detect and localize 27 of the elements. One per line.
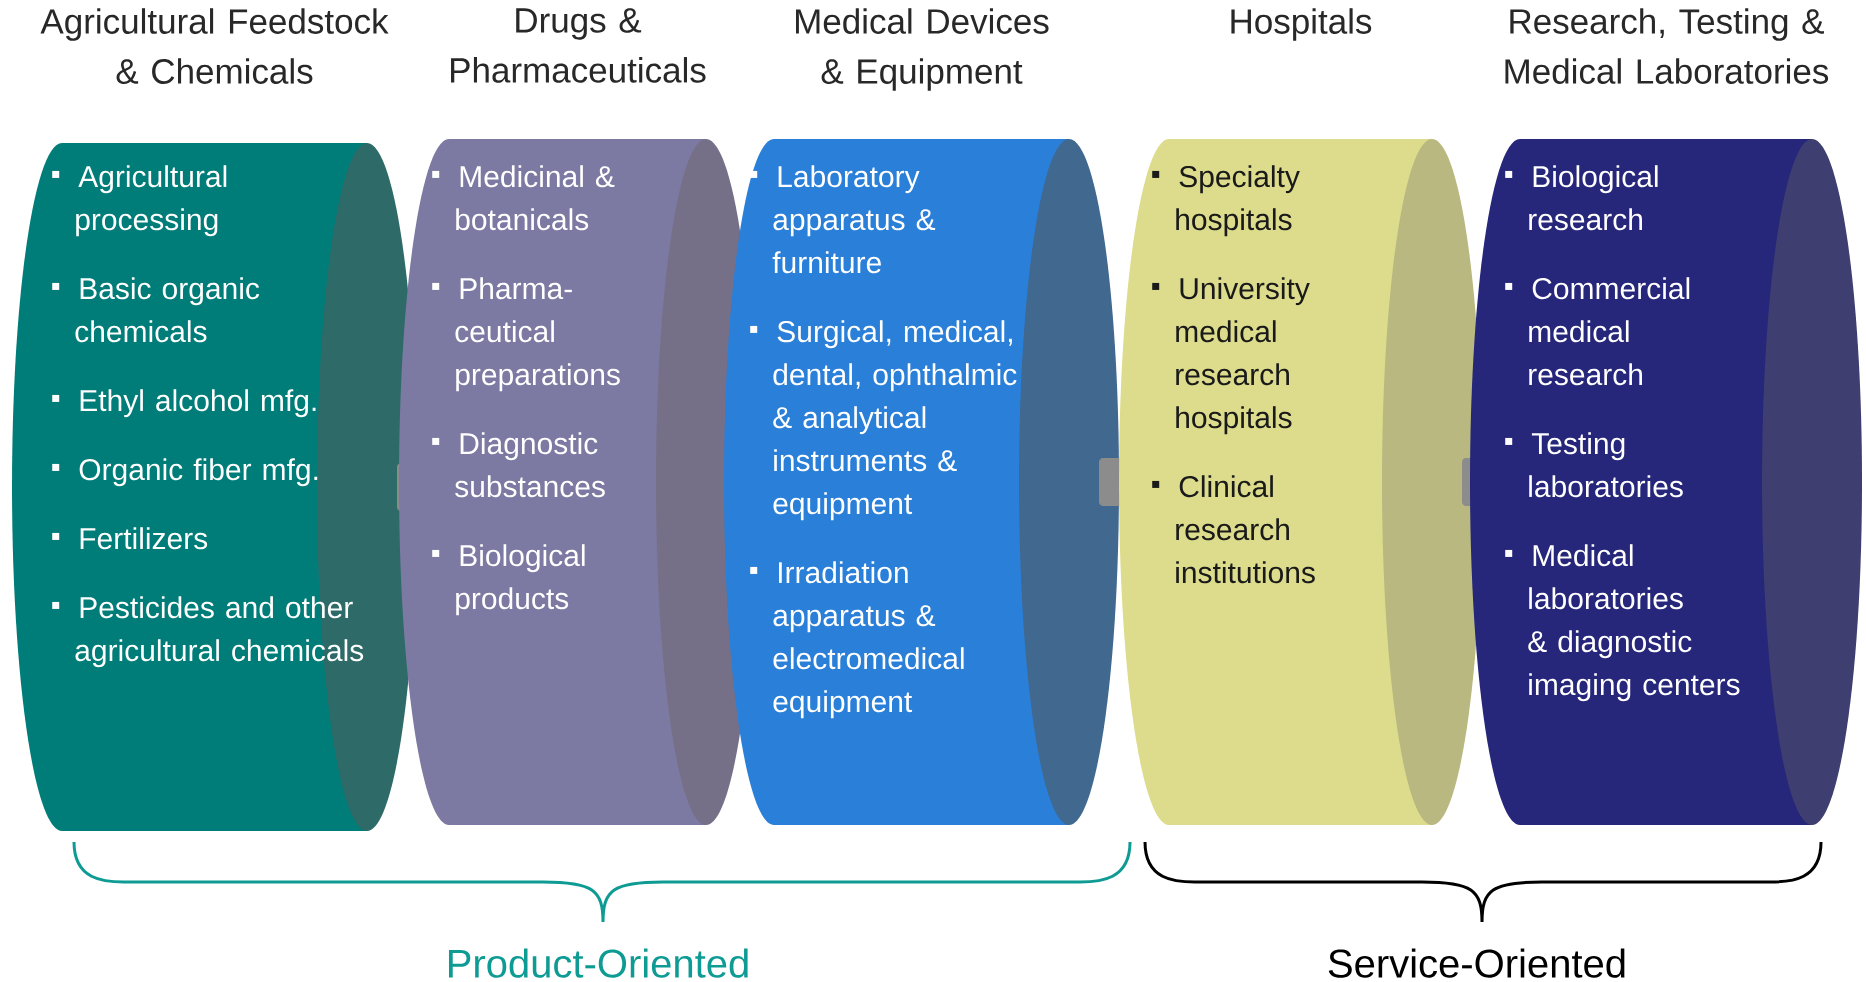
group-label: Product-Oriented <box>449 948 748 978</box>
list-item: Fertilizers <box>52 527 208 550</box>
list-item: Ethyl alcohol mfg. <box>52 389 316 418</box>
list-item: Biological research <box>1505 165 1658 231</box>
list-item: Irradiation apparatus & electromedical equipment <box>750 561 964 719</box>
heading: Agricultural Feedstock & Chemicals <box>40 8 389 84</box>
heading: Research, Testing & Medical Laboratories <box>1505 8 1829 84</box>
list-item: Basic organic chemicals <box>52 277 260 343</box>
heading: Medical Devices & Equipment <box>796 8 1049 91</box>
list-item: Medical laboratories & diagnostic imaging centers <box>1505 544 1740 702</box>
list-item: Pesticides and other agricultural chemicals <box>52 596 364 668</box>
heading: Hospitals <box>1231 8 1372 41</box>
list-item: Surgical, medical, dental, ophthalmic & analytical instruments & equipment <box>750 320 1017 521</box>
group-label: Service-Oriented <box>1328 948 1625 978</box>
list-item: Organic fiber mfg. <box>52 458 318 487</box>
list-item: Clinical research institutions <box>1152 475 1315 584</box>
list-item: Laboratory apparatus & furniture <box>750 165 936 274</box>
list-item: Testing laboratories <box>1505 432 1683 498</box>
heading: Drugs & Pharmaceuticals <box>451 8 706 83</box>
list-item: Diagnostic substances <box>432 432 605 498</box>
list-item: Pharma- ceutical preparations <box>432 277 620 392</box>
list-item: Specialty hospitals <box>1152 165 1300 237</box>
list-item: Medicinal & botanicals <box>432 165 615 231</box>
list-item: Agricultural processing <box>52 165 227 237</box>
list-item: Commercial medical research <box>1505 277 1690 386</box>
list-item: University medical research hospitals <box>1152 277 1310 435</box>
list-item: Biological products <box>432 544 585 616</box>
